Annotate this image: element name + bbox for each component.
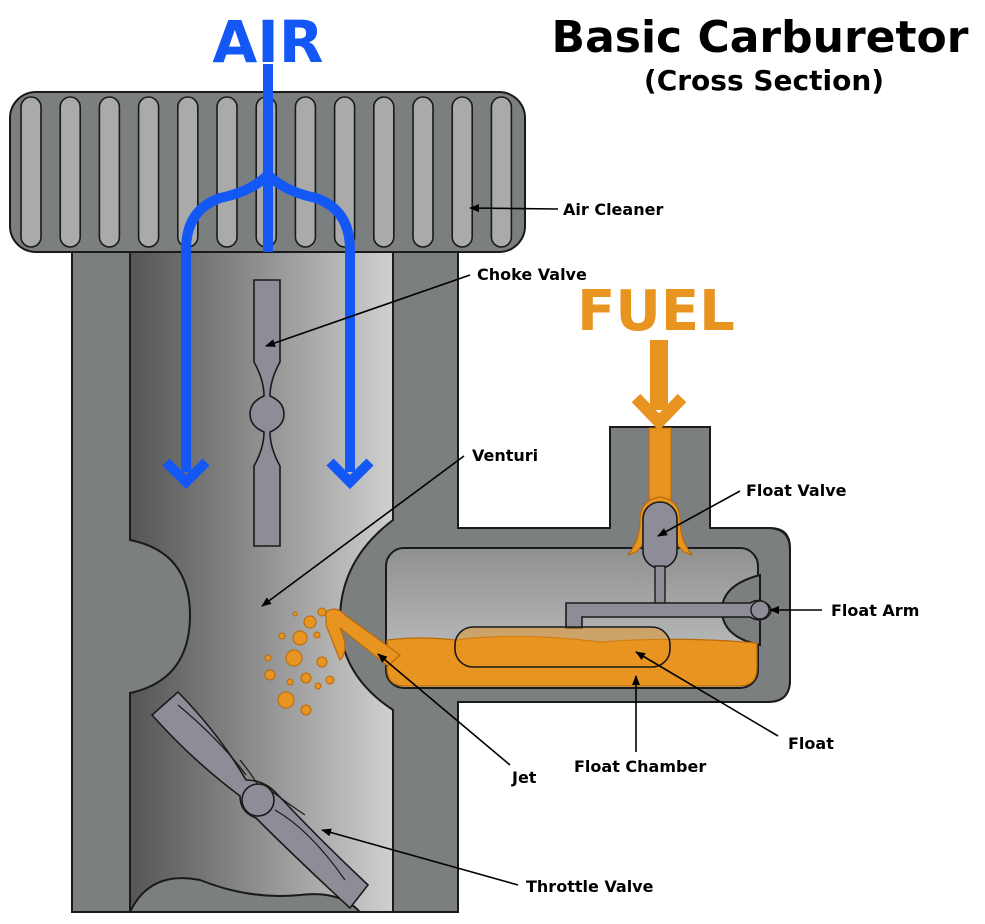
label-float-chamber: Float Chamber	[574, 757, 706, 776]
leader-venturi	[261, 455, 465, 607]
choke-valve-shape	[249, 279, 285, 547]
fuel-jet-passage	[325, 608, 401, 667]
leader-lines	[261, 204, 822, 886]
label-float-valve: Float Valve	[746, 481, 847, 500]
filter-slot	[20, 96, 42, 248]
carburetor-housing	[71, 247, 791, 913]
filter-slot	[490, 96, 513, 248]
label-jet: Jet	[511, 768, 537, 787]
label-choke-valve: Choke Valve	[477, 265, 587, 284]
leader-throttle-valve	[321, 828, 519, 886]
leader-choke-valve	[265, 274, 471, 347]
filter-slot	[372, 96, 395, 248]
fuel-label: FUEL	[577, 279, 735, 344]
diagram-subtitle: (Cross Section)	[644, 64, 884, 97]
filter-slot	[59, 96, 82, 248]
filter-slot	[412, 96, 434, 248]
air-label: AIR	[212, 8, 323, 76]
filter-slot	[294, 96, 317, 248]
label-venturi: Venturi	[472, 446, 538, 465]
leader-jet	[377, 653, 511, 766]
label-air-cleaner: Air Cleaner	[563, 200, 663, 219]
filter-slot	[137, 96, 160, 248]
fuel-arrow	[631, 340, 687, 431]
filter-slot	[451, 96, 474, 248]
air-flow-paths	[181, 64, 355, 472]
diagram-title: Basic Carburetor	[552, 12, 969, 63]
label-throttle-valve: Throttle Valve	[526, 877, 654, 896]
leader-air-cleaner	[469, 204, 559, 213]
leader-float	[635, 651, 779, 737]
label-float-arm: Float Arm	[831, 601, 919, 620]
label-float: Float	[788, 734, 834, 753]
leader-float-valve	[657, 490, 741, 537]
air-arrow-left	[162, 458, 210, 490]
filter-slot	[216, 96, 238, 248]
filter-slot	[98, 96, 121, 248]
fuel-droplets	[264, 607, 335, 716]
float-shape	[454, 626, 671, 668]
throttle-valve-shape	[150, 690, 370, 910]
air-arrow-right	[326, 458, 374, 490]
